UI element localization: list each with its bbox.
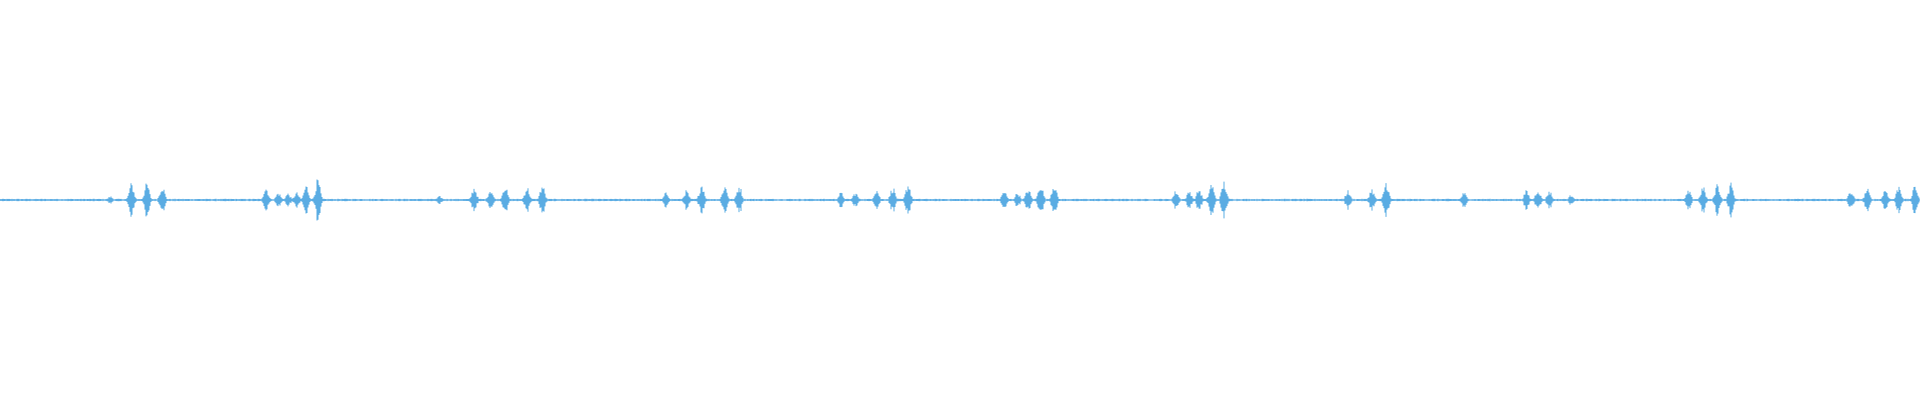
waveform-trace (0, 179, 1920, 221)
